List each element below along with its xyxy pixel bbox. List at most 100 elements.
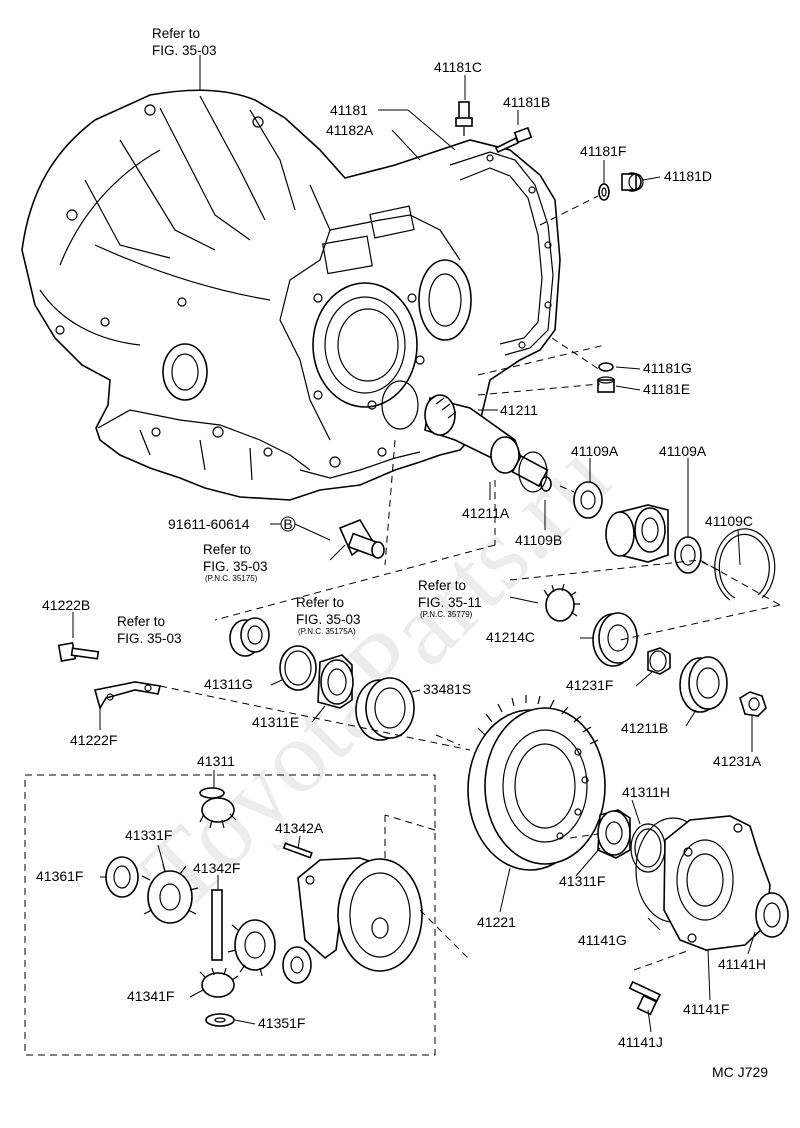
reference-mid-b-pnc: (P.N.C. 35175A) [298,627,356,636]
part-label-41221: 41221 [477,914,516,930]
pinion-gear-top [199,787,237,829]
reference-right-pnc: (P.N.C. 35779) [420,610,473,619]
washer-right [282,946,312,984]
part-label-41214C: 41214C [486,629,535,645]
part-label-41311F: 41311F [559,873,605,889]
bearing-retainer-41141F [663,815,789,951]
part-label-41342F: 41342F [193,860,240,876]
part-label-41181C: 41181C [434,59,482,75]
part-label-41181D: 41181D [664,168,712,184]
part-label-41211B: 41211B [621,720,668,736]
assembly-dash-lines [159,195,781,971]
bearing-41311F [597,809,631,859]
part-label-41222B: 41222B [42,597,90,613]
part-label-41311: 41311 [197,753,235,769]
ring-gear-41221 [467,695,606,871]
drive-shaft-41211 [424,394,552,492]
part-label-41141J: 41141J [618,1034,663,1050]
part-label-41331F: 41331F [125,827,172,843]
reference-right: Refer to FIG. 35-11 (P.N.C. 35779) [418,578,482,619]
part-label-41231A: 41231A [713,753,762,769]
part-labels: 41181C 41181 41181B 41182A 41181F 41181D… [36,59,766,1050]
reference-mid-a: Refer to FIG. 35-03 (P.N.C. 35175) [203,542,268,583]
snap-ring-41109C [714,528,776,601]
reference-mid-b: Refer to FIG. 35-03 (P.N.C. 35175A) [296,595,361,636]
part-label-41311E: 41311E [252,714,299,730]
pinion-shaft-41342F [211,889,223,961]
part-label-41351F: 41351F [258,1015,305,1031]
part-label-41109A-1: 41109A [571,443,619,459]
plug-41181D [621,172,644,192]
part-label-41109B: 41109B [515,532,562,548]
breather-plug-41181C [455,101,473,136]
transaxle-case-drawing [21,89,561,501]
bearing-41109A-1 [573,481,603,519]
reference-left: Refer to FIG. 35-03 [117,614,182,646]
bearing-41311E [317,654,354,709]
nut-41231A [739,691,767,717]
oil-seal-33481S [355,677,415,741]
reference-mid-a-line1: Refer to [203,542,251,557]
reference-left-line1: Refer to [117,614,165,629]
pinion-gear-41341F [199,967,239,998]
part-label-91611-60614: 91611-60614 [168,516,250,532]
snap-ring-41109B [518,451,548,493]
part-label-41211A: 41211A [462,505,510,521]
part-label-41361F: 41361F [36,868,83,884]
reference-mid-b-line2: FIG. 35-03 [296,612,361,627]
reference-right-line1: Refer to [418,578,466,593]
part-label-41181: 41181 [330,102,368,118]
ring-41214C [592,612,638,667]
oil-seal-left [229,617,270,657]
pin-41342A [282,842,313,859]
bearing-41109A-2 [674,536,702,574]
part-label-41211: 41211 [500,402,538,418]
reference-mid-a-line2: FIG. 35-03 [203,559,268,574]
circled-marker-letter: B [283,516,292,532]
part-label-41181F: 41181F [580,143,626,159]
part-label-41341F: 41341F [127,988,174,1004]
bolt-41222B [57,641,100,663]
collar-41231F [647,647,671,675]
bearing-41211B [679,656,728,713]
speedometer-drive-gear [543,583,580,622]
part-label-41141H: 41141H [718,956,766,972]
plug-41181E [597,376,615,393]
part-label-41181E: 41181E [643,381,690,397]
part-label-41141F: 41141F [683,1001,729,1017]
part-label-41182A: 41182A [326,122,374,138]
bolt-41141J [628,980,661,1016]
circled-marker: B [280,516,296,532]
reference-top: Refer to FIG. 35-03 [152,26,217,58]
reference-top-line1: Refer to [152,26,200,41]
part-label-41342A: 41342A [275,820,324,836]
washer-41361F [105,856,139,898]
bracket-41222F [93,681,161,711]
reference-left-line2: FIG. 35-03 [117,631,182,646]
part-label-41311G: 41311G [204,676,253,692]
reference-mid-a-pnc: (P.N.C. 35175) [205,574,258,583]
washer-41181G [598,362,614,372]
part-label-41222F: 41222F [70,732,117,748]
shim-41311G [279,645,317,691]
part-label-41141G: 41141G [578,932,627,948]
speed-sensor-91611 [338,519,385,559]
part-label-41311H: 41311H [622,784,670,800]
reference-top-line2: FIG. 35-03 [152,43,217,58]
washer-41181F [598,183,610,201]
side-gear-right [227,919,276,977]
leader-lines [72,55,756,1033]
bearing-outer-race [605,504,669,563]
reference-mid-b-line1: Refer to [296,595,344,610]
washer-41351F [205,1013,235,1027]
differential-group-box [24,774,436,1056]
reference-right-line2: FIG. 35-11 [418,595,482,610]
bolt-41181B [494,126,533,154]
part-label-41181G: 41181G [643,360,692,376]
part-label-41231F: 41231F [566,677,613,693]
diagram-code: MC J729 [712,1064,768,1080]
part-label-41109A-2: 41109A [659,443,707,459]
part-label-41181B: 41181B [503,94,550,110]
